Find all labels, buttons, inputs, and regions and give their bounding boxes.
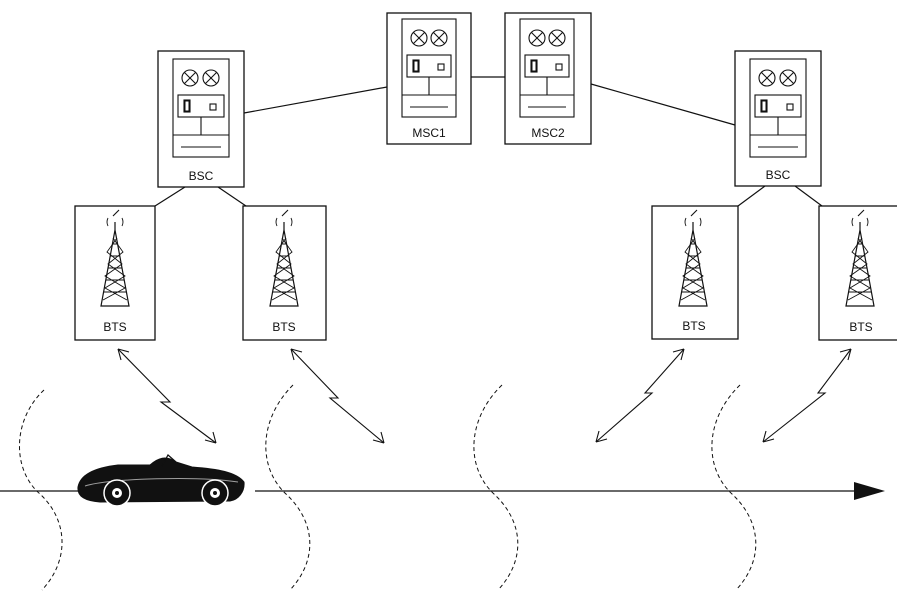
msc2-node: MSC2 xyxy=(505,13,591,144)
bts-1-node: BTS xyxy=(75,206,155,340)
cabinet-icon xyxy=(520,19,574,117)
msc1-node: MSC1 xyxy=(387,13,471,144)
bsc-right-node: BSC xyxy=(735,51,821,186)
bts-3-node: BTS xyxy=(652,206,738,339)
cabinet-icon xyxy=(750,59,806,157)
link-bsc-right-bts3 xyxy=(738,186,765,206)
link-bsc-left-msc1 xyxy=(244,87,387,113)
bsc-left-label: BSC xyxy=(189,169,214,183)
cell-boundary-2 xyxy=(266,385,310,590)
cell-boundary-4 xyxy=(712,385,756,590)
link-msc2-bsc-right xyxy=(591,84,735,125)
bts-2-node: BTS xyxy=(243,206,326,340)
network-links xyxy=(155,77,822,206)
radio-link-icon xyxy=(118,349,216,443)
msc2-label: MSC2 xyxy=(531,126,565,140)
car-icon xyxy=(78,455,244,506)
cabinet-icon xyxy=(402,19,456,117)
cabinet-icon xyxy=(173,59,229,157)
radio-link-icon xyxy=(596,349,684,442)
bts-4-node: BTS xyxy=(819,206,897,340)
cell-boundary-1 xyxy=(19,390,62,590)
link-bsc-left-bts1 xyxy=(155,187,185,206)
msc1-label: MSC1 xyxy=(412,126,446,140)
cell-boundary-3 xyxy=(474,385,518,590)
bsc-left-node: BSC xyxy=(158,51,244,187)
bsc-right-label: BSC xyxy=(766,168,791,182)
bts-4-label: BTS xyxy=(849,320,872,334)
link-bsc-left-bts2 xyxy=(218,187,246,206)
bts-3-label: BTS xyxy=(682,319,705,333)
radio-link-icon xyxy=(763,349,851,442)
bts-2-label: BTS xyxy=(272,320,295,334)
bts-1-label: BTS xyxy=(103,320,126,334)
link-bsc-right-bts4 xyxy=(795,186,822,206)
arrowhead xyxy=(854,482,885,500)
radio-links xyxy=(118,349,851,443)
radio-link-icon xyxy=(291,349,384,443)
